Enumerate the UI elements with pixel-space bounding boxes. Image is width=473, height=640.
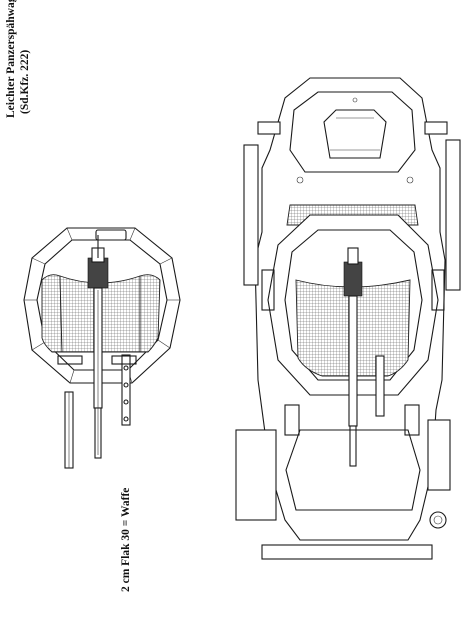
vehicle-gun-barrel bbox=[348, 295, 358, 427]
front-right-box bbox=[424, 121, 448, 135]
flak-gun-barrels bbox=[93, 287, 131, 459]
rear-right-stowage bbox=[427, 419, 451, 491]
vehicle-turret-inner bbox=[284, 229, 423, 381]
turret-hatch bbox=[95, 229, 127, 241]
drawing-title: Leichter Panzerspähwagen (2cm) bbox=[5, 0, 17, 118]
turret-detail-drawing bbox=[23, 227, 181, 469]
turret-mesh-screen bbox=[41, 274, 63, 353]
rear-bumper bbox=[261, 544, 433, 560]
front-left-box bbox=[257, 121, 281, 135]
front-plate bbox=[289, 91, 416, 173]
weapon-caption: 2 cm Flak 30 = Waffe bbox=[120, 487, 132, 592]
vehicle-plan-drawing bbox=[235, 77, 461, 560]
drawing-subtitle: (Sd.Kfz. 222) bbox=[19, 49, 31, 114]
rear-deck bbox=[285, 429, 421, 511]
left-fender bbox=[243, 144, 259, 286]
spare-wheel bbox=[429, 511, 447, 529]
rear-left-stowage bbox=[235, 429, 277, 521]
vehicle-gun-mount bbox=[343, 261, 363, 297]
right-fender bbox=[445, 139, 461, 291]
driver-visor bbox=[323, 109, 387, 159]
